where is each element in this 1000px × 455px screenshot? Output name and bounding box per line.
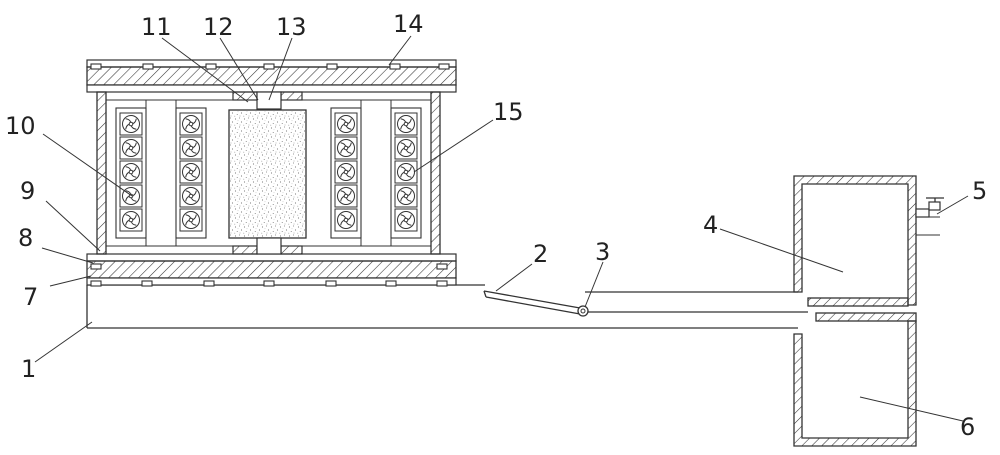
fan-icon [179, 208, 203, 232]
fan-icon [179, 112, 203, 136]
fan-icon [334, 184, 358, 208]
fan-icon [119, 184, 143, 208]
label-13: 13 [276, 13, 307, 41]
label-3: 3 [595, 238, 610, 266]
leader-lines [34, 35, 969, 422]
label-15: 15 [493, 98, 524, 126]
fan-icon [179, 160, 203, 184]
fan-icon [334, 160, 358, 184]
label-2: 2 [533, 240, 548, 268]
fan-icon [119, 160, 143, 184]
label-5: 5 [972, 177, 987, 205]
fan-icon [334, 208, 358, 232]
fan-icon [334, 136, 358, 160]
fan-icon [119, 208, 143, 232]
fan-columns [115, 99, 422, 247]
base-pipe [86, 284, 808, 329]
label-7: 7 [23, 283, 38, 311]
fan-icon [394, 208, 418, 232]
hinge-pin [577, 305, 589, 317]
bottom-bolts [90, 263, 448, 287]
label-9: 9 [20, 177, 35, 205]
fan-icon [179, 184, 203, 208]
flap-valve [483, 290, 581, 315]
reference-numerals: 1 2 3 4 5 6 7 8 9 10 11 12 13 14 15 [5, 10, 987, 441]
label-6: 6 [960, 413, 975, 441]
fan-icon [119, 112, 143, 136]
label-10: 10 [5, 112, 36, 140]
label-12: 12 [203, 13, 234, 41]
upper-tank [793, 175, 917, 307]
bottom-plate [86, 253, 457, 286]
label-8: 8 [18, 224, 33, 252]
top-bolts [90, 63, 450, 70]
label-11: 11 [141, 13, 172, 41]
label-14: 14 [393, 10, 424, 38]
fan-icon [394, 136, 418, 160]
central-column [228, 91, 307, 255]
fan-icon [394, 112, 418, 136]
fan-icon [394, 184, 418, 208]
fan-array [119, 112, 418, 232]
fan-icon [334, 112, 358, 136]
label-1: 1 [21, 355, 36, 383]
fan-icon [179, 136, 203, 160]
fan-icon [394, 160, 418, 184]
valve-fitting [915, 197, 944, 236]
lower-tank [793, 312, 917, 447]
label-4: 4 [703, 211, 718, 239]
fan-icon [119, 136, 143, 160]
